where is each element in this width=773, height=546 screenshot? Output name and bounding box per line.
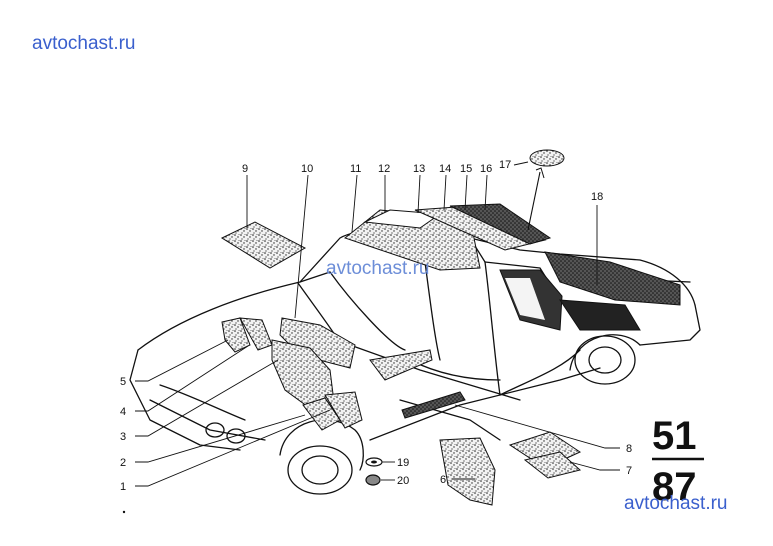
part-1-wheelhouse-insulation: [324, 391, 363, 429]
group-sub-number: 87: [652, 465, 697, 509]
callout-20: 20: [397, 475, 409, 487]
part-8-floor-insulation: [369, 349, 433, 381]
corner-dot: [122, 510, 126, 514]
callout-1: 1: [120, 481, 126, 493]
callout-6: 6: [440, 474, 446, 486]
callout-8: 8: [626, 443, 632, 455]
part-11-roof-liner: [343, 209, 481, 271]
callout-13: 13: [413, 163, 425, 175]
group-main-number: 51: [652, 414, 697, 458]
callout-3: 3: [120, 431, 126, 443]
callout-19: 19: [397, 457, 409, 469]
part-20-grommet: [365, 474, 381, 486]
part-9-pad: [220, 221, 307, 269]
part-8-sill-strip: [401, 391, 466, 419]
callout-5: 5: [120, 376, 126, 388]
callout-2: 2: [120, 457, 126, 469]
callout-9: 9: [242, 163, 248, 175]
callout-12: 12: [378, 163, 390, 175]
callout-7: 7: [626, 465, 632, 477]
callout-10: 10: [301, 163, 313, 175]
watermark-center: avtochast.ru: [326, 258, 430, 279]
callout-4: 4: [120, 406, 126, 418]
callout-14: 14: [439, 163, 451, 175]
part-18-rear-panel: [559, 299, 641, 331]
part-14-roof-pad: [449, 203, 552, 245]
callout-11: 11: [350, 163, 361, 175]
part-10-dash-insulation: [279, 317, 356, 369]
part-7-floor-mat-b: [523, 451, 582, 479]
part-18-trunk-insulation: [544, 251, 681, 306]
part-17-arrow: [527, 171, 541, 231]
callout-18: 18: [591, 191, 603, 203]
callout-15: 15: [460, 163, 472, 175]
part-5-bracket: [221, 317, 251, 353]
watermark-top: avtochast.ru: [32, 33, 136, 54]
car-body: [129, 229, 701, 495]
callout-16: 16: [480, 163, 492, 175]
part-17-disc: [529, 149, 565, 167]
callout-17: 17: [499, 159, 511, 171]
rear-window-strip: [505, 278, 545, 320]
leader-lines: [135, 161, 620, 487]
watermark-bottom: avtochast.ru: [624, 493, 728, 514]
part-6-side-panel: [439, 437, 496, 506]
